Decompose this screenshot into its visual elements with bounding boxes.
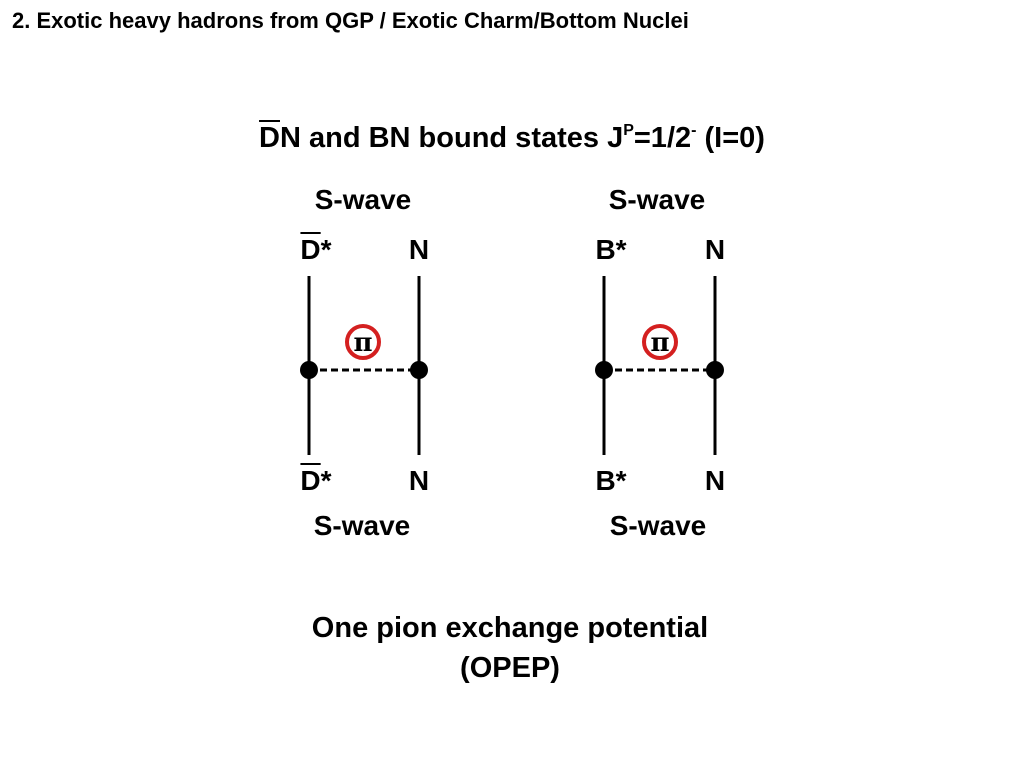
left-diagram-bottom-left-bar-letter: D: [300, 465, 321, 496]
right-diagram-top-left-particle: B*: [595, 234, 627, 265]
subtitle-sup-p: P: [623, 122, 634, 139]
right-diagram-pion-circle: [642, 324, 678, 360]
left-diagram-bottom-left-suffix: *: [320, 465, 332, 496]
slide-title: 2. Exotic heavy hadrons from QGP / Exoti…: [12, 8, 689, 33]
left-diagram-vertex-left: [300, 361, 318, 379]
subtitle-sup-minus: -: [691, 122, 697, 139]
subtitle-text-end: (I=0): [696, 122, 765, 154]
subtitle-d-bar: D: [259, 122, 280, 154]
left-diagram-top-wave: S-wave: [314, 184, 412, 215]
caption-line-1: One pion exchange potential: [311, 612, 709, 644]
subtitle: DN and BN bound states JP=1/2- (I=0): [259, 122, 765, 155]
right-diagram-bottom-left-particle: B*: [595, 465, 627, 496]
right-diagram-vertex-left: [595, 361, 613, 379]
right-diagram-bottom-wave: S-wave: [609, 510, 707, 541]
left-diagram-vertex-right: [410, 361, 428, 379]
subtitle-text-mid: =1/2: [633, 122, 692, 154]
left-diagram: π: [300, 276, 428, 455]
left-diagram-bottom-left-particle: D*: [300, 465, 331, 497]
left-diagram-top-right-particle: N: [408, 234, 430, 265]
left-diagram-pion-circle: [345, 324, 381, 360]
right-diagram-top-wave: S-wave: [608, 184, 706, 215]
subtitle-text-main: N and BN bound states J: [280, 122, 624, 154]
left-diagram-bottom-wave: S-wave: [313, 510, 411, 541]
caption-line-2: (OPEP): [460, 652, 560, 684]
left-diagram-top-left-suffix: *: [320, 234, 332, 265]
right-diagram: π: [595, 276, 724, 455]
right-diagram-bottom-right-particle: N: [704, 465, 726, 496]
left-diagram-pion-symbol: π: [353, 328, 372, 358]
right-diagram-top-right-particle: N: [704, 234, 726, 265]
left-diagram-bottom-right-particle: N: [408, 465, 430, 496]
right-diagram-pion-symbol: π: [650, 328, 669, 358]
left-diagram-top-left-particle: D*: [300, 234, 331, 266]
right-diagram-vertex-right: [706, 361, 724, 379]
left-diagram-top-left-bar-letter: D: [300, 234, 321, 265]
